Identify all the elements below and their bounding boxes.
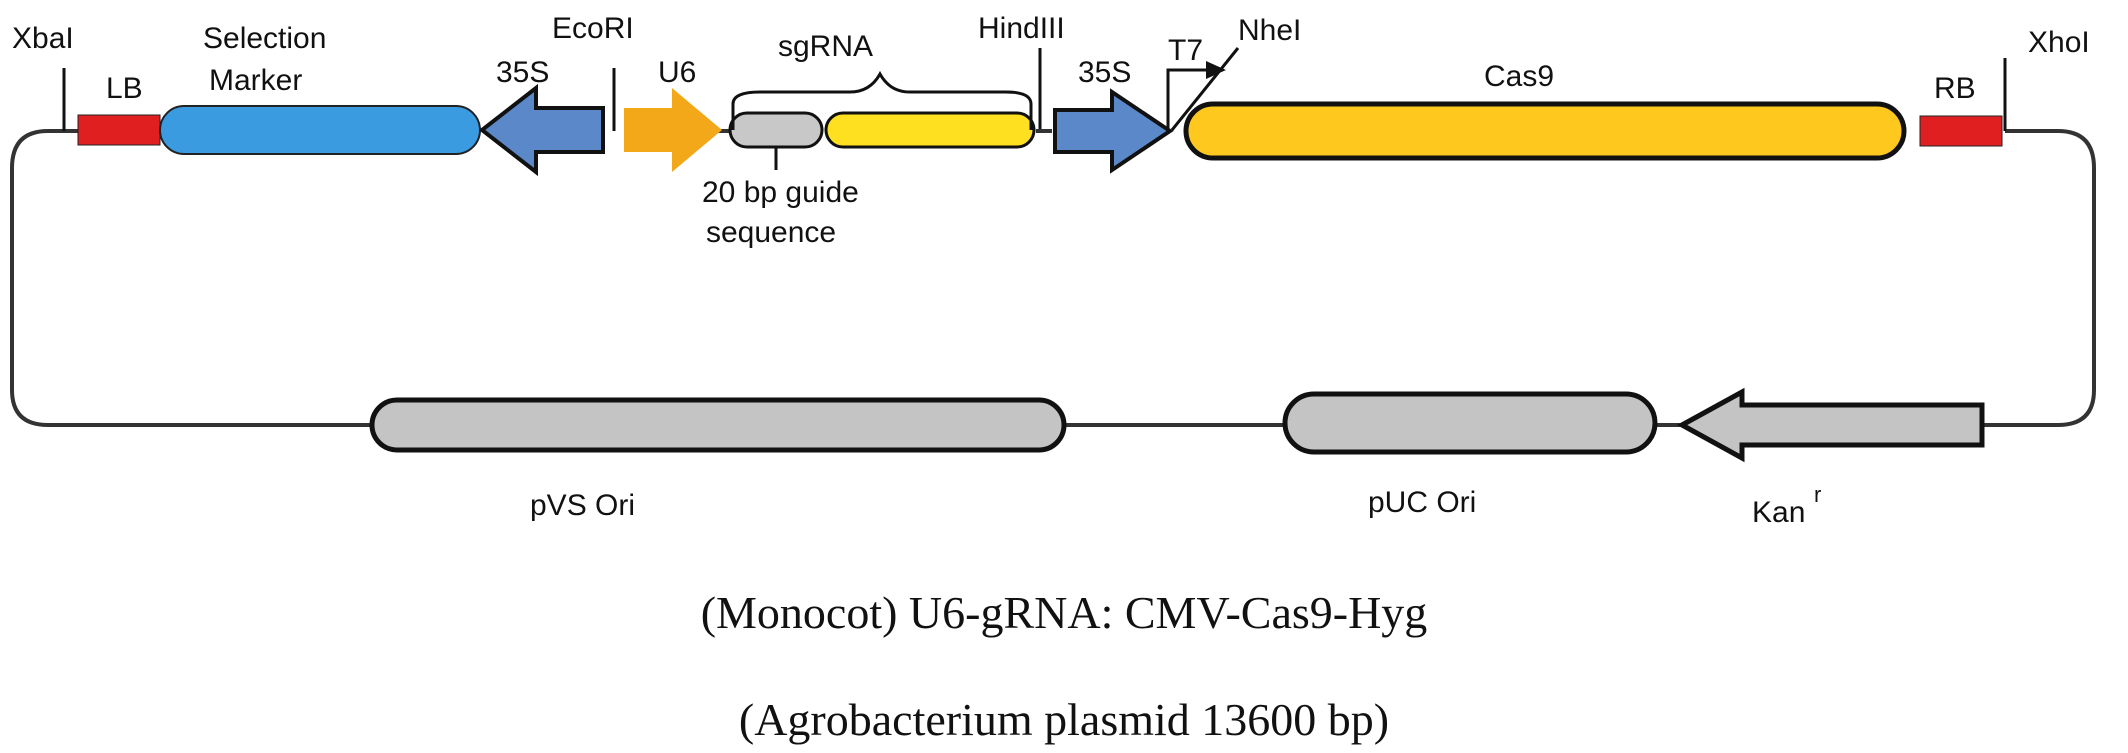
guide-sequence-block [728,111,824,149]
promoter-35s-right-label: 35S [1078,56,1131,89]
selection-marker-label-line1: Selection [203,22,326,55]
ecori-label: EcoRI [552,12,634,45]
kan-superscript: r [1814,482,1821,507]
u6-label: U6 [658,56,696,89]
guide-sequence-label-line2: sequence [706,216,836,249]
sgrna-label: sgRNA [778,30,873,63]
cas9-label: Cas9 [1484,60,1554,93]
nhei-pointer-line [1170,47,1240,131]
kan-label: Kan [1752,496,1805,529]
u6-promoter-arrow [624,88,722,172]
hindiii-label: HindIII [978,12,1065,45]
promoter-35s-left-arrow [478,83,605,177]
lb-label: LB [106,72,143,105]
puc-ori-block [1282,391,1658,455]
rb-label: RB [1934,72,1976,105]
caption-line2: (Agrobacterium plasmid 13600 bp) [739,694,1389,745]
rb-border-block [1919,115,2003,147]
promoter-35s-right-arrow [1053,88,1174,174]
t7-arrowhead-icon [1206,61,1226,79]
selection-marker-label-line2: Marker [209,64,302,97]
kan-resistance-arrow [1676,387,1985,463]
caption-line1: (Monocot) U6-gRNA: CMV-Cas9-Hyg [701,587,1428,638]
sgrna-brace [731,70,1033,130]
pvs-ori-label: pVS Ori [530,489,635,522]
t7-label: T7 [1168,34,1203,67]
cas9-block [1183,101,1907,161]
xbai-label: XbaI [12,22,74,55]
t7-promoter-arrow [1166,68,1208,131]
nhei-label: NheI [1238,14,1301,47]
selection-marker-block [159,105,481,155]
promoter-35s-left-label: 35S [496,56,549,89]
xhoi-label: XhoI [2028,26,2090,59]
guide-sequence-label-line1: 20 bp guide [702,176,859,209]
puc-ori-label: pUC Ori [1368,486,1476,519]
lb-border-block [77,114,161,146]
pvs-ori-block [369,397,1067,453]
sgrna-scaffold-block [824,111,1036,149]
plasmid-backbone [10,129,2096,427]
